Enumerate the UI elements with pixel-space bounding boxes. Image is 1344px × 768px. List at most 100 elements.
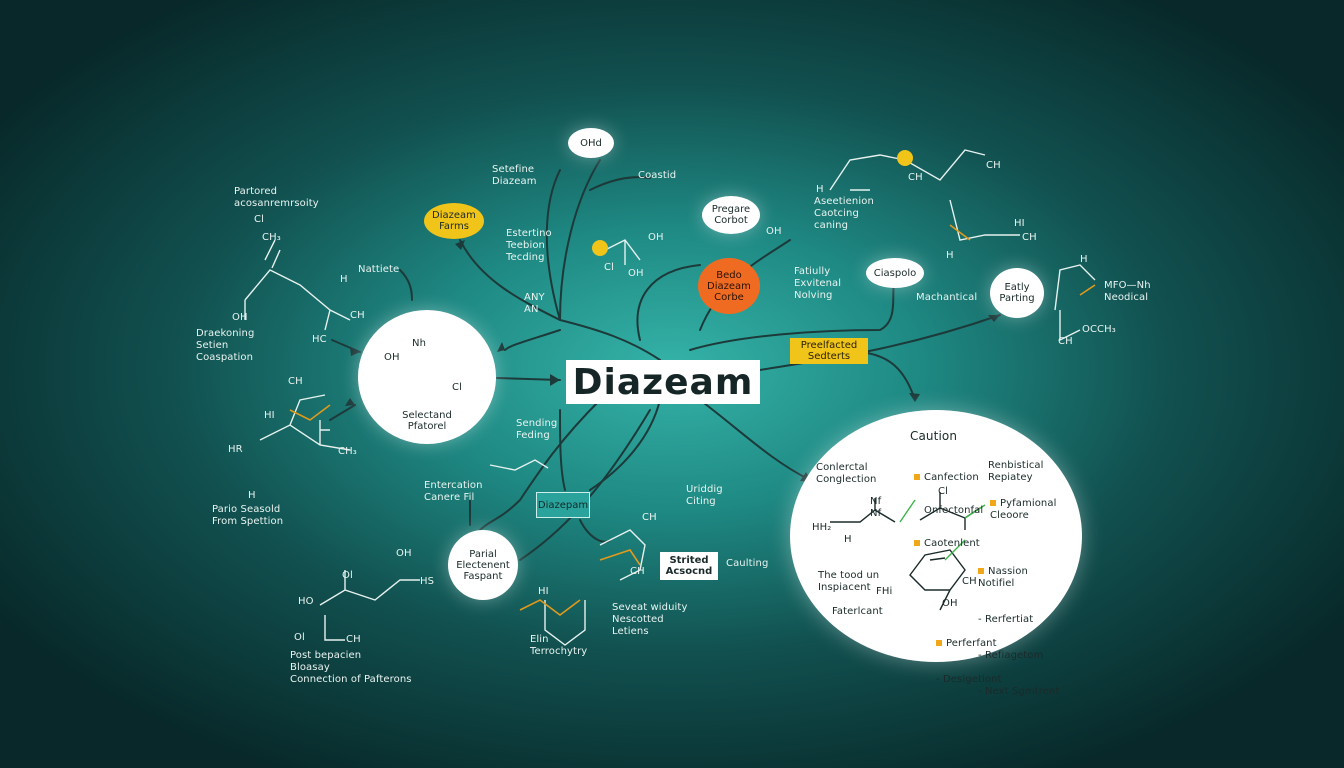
molecule-left-top (244, 239, 351, 331)
label-any: ANY AN (524, 292, 545, 315)
arrowhead (455, 240, 465, 250)
connector-line (504, 329, 561, 351)
label-hr: HR (228, 444, 243, 455)
connector-line (496, 377, 561, 381)
connector-line (559, 319, 661, 361)
caution-left1: Conlerctal Conglection (816, 462, 877, 485)
label-setef: Setefine Diazeam (492, 164, 537, 187)
label-h5: H (946, 250, 954, 261)
label-hi2: HI (538, 586, 549, 597)
caution-bullets-top: Canfection Onfectonfal Caotenlent (914, 450, 983, 571)
label-sevent: Seveat widuity Nescotted Letiens (612, 602, 688, 637)
bubble-early-parting[interactable]: Eatly Parting (990, 268, 1044, 318)
bubble-pregare-carbon[interactable]: Pregare Corbot (702, 196, 760, 234)
label-h1: H (340, 274, 348, 285)
connector-line (589, 399, 661, 491)
label-eiin: Elin Terrochytry (530, 634, 588, 657)
label-mfo: MFO—Nh Neodical (1104, 280, 1151, 303)
caution-perf-head: Perferfant (936, 638, 1002, 650)
caution-left3: Faterlcant (832, 606, 883, 617)
caution-bond (909, 549, 966, 611)
molecule-center-mid (489, 459, 549, 471)
label-h2: H (248, 490, 256, 501)
label-ch10: CH (1058, 336, 1073, 347)
molecule-accent (289, 224, 1096, 421)
caution-perf: Perferfant - Desigetiont (936, 614, 1002, 710)
connector-line (399, 269, 413, 301)
label-h6: H (1080, 254, 1088, 265)
connector-line (329, 404, 356, 421)
caution-ch: CH (962, 576, 977, 587)
label-ch2: CH (288, 376, 303, 387)
label-entertion: Entercation Canere Fil (424, 480, 483, 503)
bubble-top[interactable]: OHd (568, 128, 614, 158)
caution-nh: Nf Nf (870, 496, 882, 519)
molecule-left-mid (259, 394, 351, 451)
label-nh: Nh (412, 338, 427, 349)
label-oh4: OH (628, 268, 644, 279)
caution-nassion-item: - Rerfertiat (978, 614, 1034, 625)
striled-box[interactable]: Strited Acsocnd (660, 552, 718, 580)
caution-nassion-head: Nassion Notifiel (978, 566, 1028, 589)
molecule-accent (519, 599, 581, 616)
connector-line (579, 519, 611, 543)
label-oh1: OH (232, 312, 248, 323)
label-pario: Pario Seasold From Spettion (212, 504, 284, 527)
main-title: Diazeam (566, 360, 760, 404)
caution-cl: Cl (938, 486, 948, 497)
label-hi3: H (816, 184, 824, 195)
caution-bullet: Canfection (914, 472, 983, 483)
label-ch3b: CH₃ (338, 446, 357, 457)
connector-line (559, 159, 601, 321)
label-oh2: OH (396, 548, 412, 559)
connector-line (519, 409, 651, 561)
label-partored: Partored acosanremrsoity (234, 186, 319, 209)
label-hi4: HI (1014, 218, 1025, 229)
arrowhead (550, 374, 560, 386)
connector-line (636, 264, 701, 341)
label-ch5: CH (642, 512, 657, 523)
label-ol: Ol (342, 570, 353, 581)
caution-bullet: Caotenlent (914, 538, 983, 549)
caution-molecules (830, 492, 986, 611)
diazepam-box[interactable]: Diazepam (536, 492, 590, 518)
arrowhead (909, 393, 920, 402)
label-uriddig: Uriddig Citing (686, 484, 723, 507)
label-ho: HO (298, 596, 314, 607)
bubble-ciaspolo[interactable]: Ciaspolo (866, 258, 924, 288)
caution-h: H (844, 534, 852, 545)
label-draekoning: Draekoning Setien Coaspation (196, 328, 255, 363)
connector-line (859, 351, 916, 401)
molecule-pregare (604, 239, 641, 265)
caution-sub1: Pyfamional Cleoore (990, 498, 1057, 521)
connector-line (689, 279, 896, 351)
molecule-right-mid (1054, 264, 1096, 342)
caution-nassion: Nassion Notifiel - Rerfertiat - Refiaget… (978, 542, 1059, 722)
bubble-selected[interactable]: Selectand Pfatorel (358, 310, 496, 444)
caution-nassion-item: - Refiagetom (978, 650, 1044, 661)
caution-title: Caution (910, 429, 958, 443)
predicted-box[interactable]: Preelfacted Sedterts (790, 338, 868, 364)
caution-nassion-item: - Next Sgmtrent (978, 686, 1060, 697)
label-oh6: OH (384, 352, 400, 363)
label-ch4: CH (346, 634, 361, 645)
caution-right-top: Renbistical Repiatey (988, 460, 1044, 483)
arrowhead (345, 398, 355, 406)
label-ch1: CH (350, 310, 365, 321)
caution-oh: OH (942, 598, 958, 609)
caution-panel: Caution Conlerctal Conglection Canfectio… (790, 410, 1082, 697)
caution-bullet: Onfectonfal (924, 505, 984, 516)
label-fatiully: Fatiully Exvitenal Nolving (794, 266, 842, 301)
label-hc: HC (312, 334, 327, 345)
bubble-diazeam-farms[interactable]: Diazeam Farms (424, 203, 484, 239)
bubble-partial[interactable]: Parial Electenent Faspant (448, 530, 518, 600)
label-hs: HS (420, 576, 435, 587)
label-hi: HI (264, 410, 275, 421)
caution-perf-item: - Desigetiont (936, 674, 1002, 685)
label-ol2: Ol (294, 632, 305, 643)
connector-line (589, 176, 651, 191)
label-nattiete: Nattiete (358, 264, 400, 275)
connector-line (459, 239, 561, 321)
bubble-orange-center[interactable]: Bedo Diazeam Corbe (698, 258, 760, 314)
label-ch6: CH (630, 566, 645, 577)
